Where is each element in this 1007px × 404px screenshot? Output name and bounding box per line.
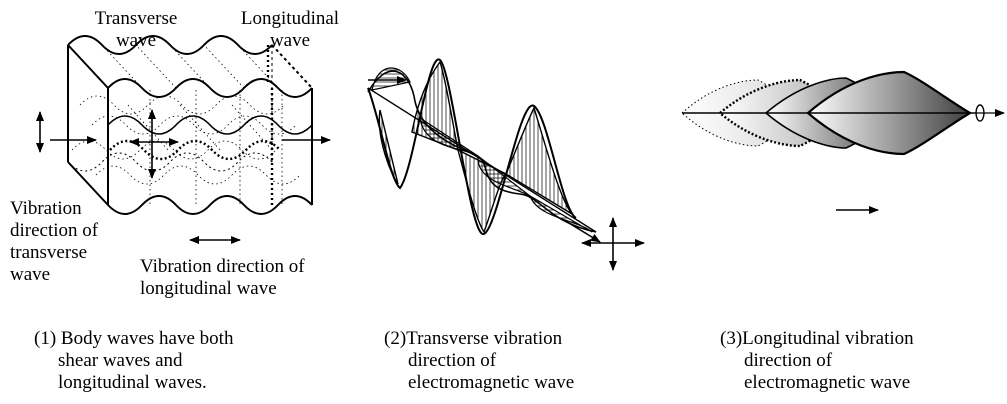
em-transverse-wave [367,58,597,236]
caption-3: (3)Longitudinal vibration direction of e… [720,328,914,393]
caption-1: (1) Body waves have both shear waves and… [34,328,234,393]
em-propagation-arrow [563,219,601,243]
em-longitudinal-wave [681,70,1005,156]
longitudinal-wave-label: Longitudinal wave [240,8,340,51]
transverse-vibration-label: Vibration direction of transverse wave [10,198,99,285]
transverse-wave-label: Transverse wave [94,8,178,51]
panel1-arrows [36,109,331,244]
body-wave-block [67,35,313,215]
longitudinal-vibration-label: Vibration direction of longitudinal wave [140,256,305,299]
panel2-arrows [368,76,645,271]
caption-2: (2)Transverse vibration direction of ele… [384,328,575,393]
axis-loop-icon [975,104,985,122]
